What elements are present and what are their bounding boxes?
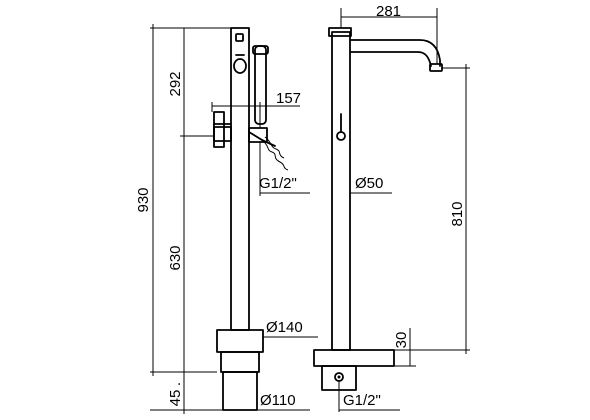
front-view — [313, 27, 443, 391]
spout-top — [350, 39, 441, 67]
front-view-dimensions: 281 810 Ø50 30 G1/2" — [338, 3, 470, 412]
handshower-thread: G1/2" — [259, 175, 297, 192]
base-lower — [220, 351, 260, 373]
dia-column: Ø50 — [355, 175, 383, 192]
hose — [261, 139, 289, 171]
dim-base-plate-height: 30 — [393, 332, 410, 349]
base-upper — [216, 329, 264, 353]
spout-bottom — [350, 51, 432, 67]
dia-base-bottom: Ø110 — [260, 392, 296, 409]
dim-handshower-offset: 157 — [276, 90, 301, 107]
column-top-slot — [235, 33, 244, 42]
handshower-head — [252, 45, 269, 55]
svg-text:.: . — [167, 382, 184, 386]
lever-body — [213, 126, 232, 142]
dim-spout-height: 810 — [449, 201, 466, 226]
column-front — [331, 31, 351, 351]
dim-upper-height: 292 — [167, 71, 184, 96]
dim-total-height: 930 — [135, 187, 152, 212]
side-view-dimensions: 930 292 630 45 . 157 G1/2" Ø140 Ø110 — [135, 24, 318, 414]
dia-base-top: Ø140 — [266, 319, 303, 336]
column-cap — [328, 27, 352, 37]
dim-lower-height: 630 — [167, 245, 184, 270]
hose-edge — [264, 136, 285, 159]
handshower-holder — [248, 127, 268, 143]
diverter-knob — [233, 58, 247, 74]
dim-base-height: 45 — [167, 390, 184, 407]
floor-thread: G1/2" — [343, 392, 381, 409]
base-plate — [313, 349, 395, 367]
dim-spout-reach: 281 — [376, 3, 401, 20]
floor-fixture — [222, 371, 258, 411]
side-view — [213, 27, 289, 411]
front-lever — [336, 131, 346, 141]
